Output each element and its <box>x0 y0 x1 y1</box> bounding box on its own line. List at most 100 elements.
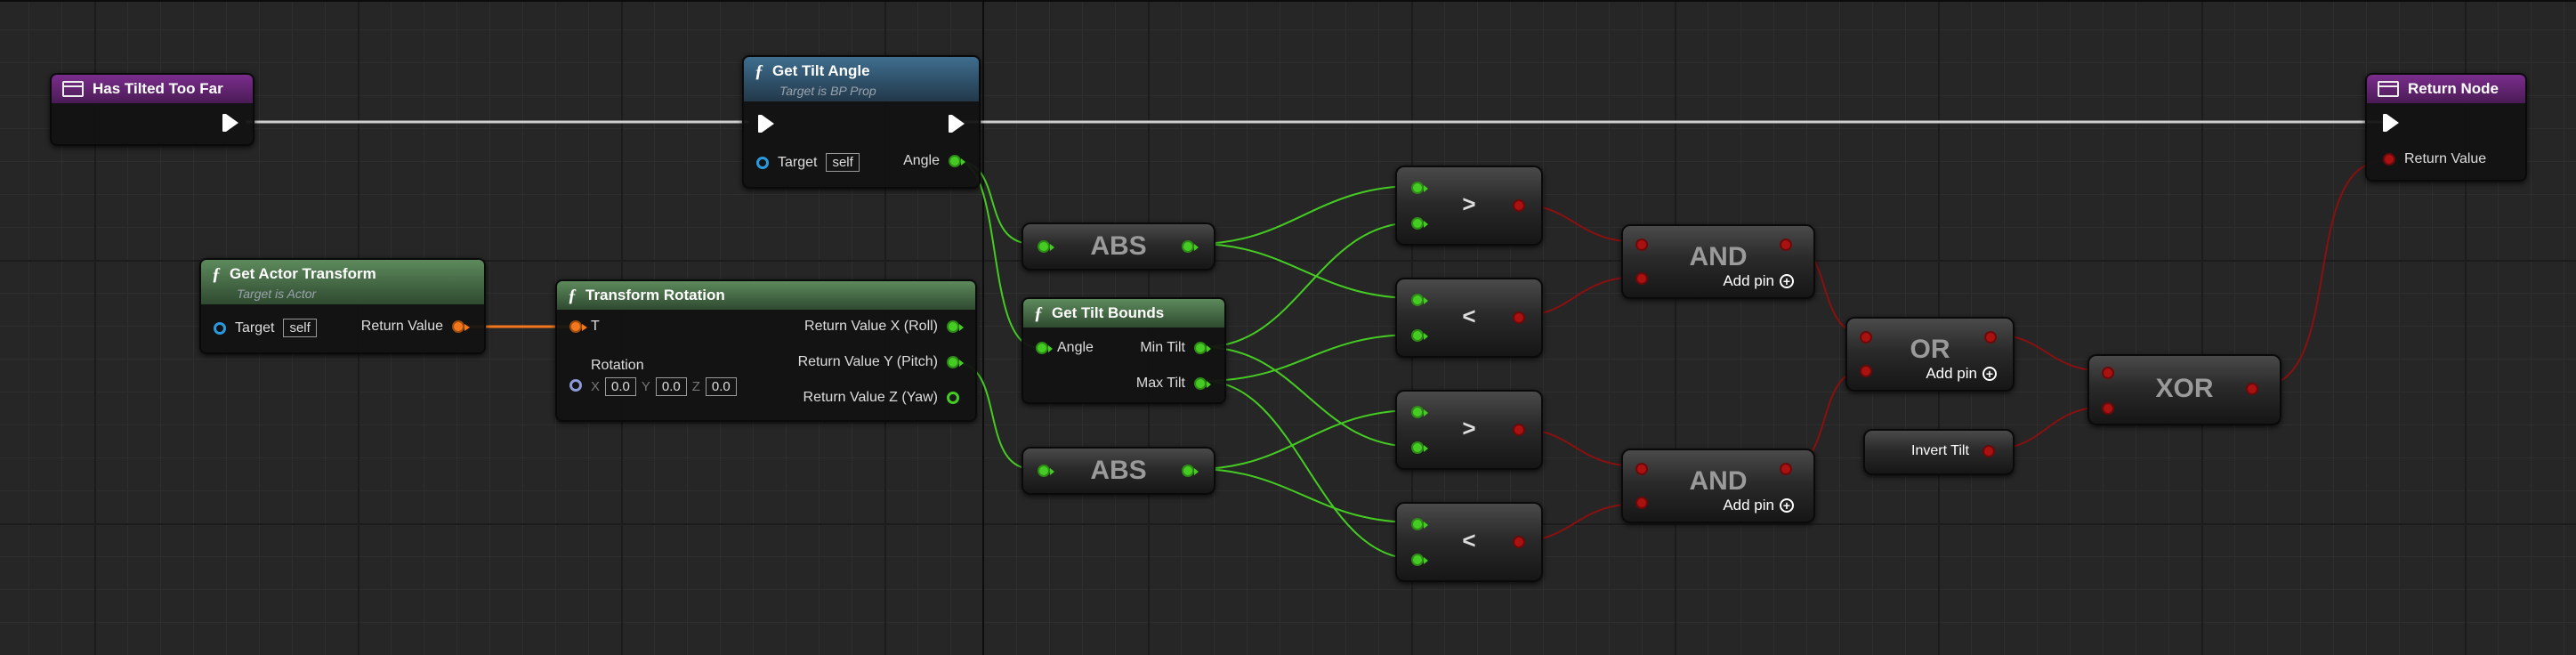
bool-out-pin[interactable] <box>1513 199 1525 212</box>
greater-than-node[interactable]: > <box>1395 390 1543 470</box>
add-pin-button[interactable]: Add pin + <box>1723 497 1794 514</box>
node-title: Has Tilted Too Far <box>93 80 223 97</box>
transform-rotation-node[interactable]: ƒ Transform Rotation T Rotation X 0.0 Y … <box>555 279 977 422</box>
or-node[interactable]: OR Add pin + <box>1845 317 2015 392</box>
pin-label: Target <box>778 154 818 170</box>
float-out-pin[interactable] <box>1182 465 1199 477</box>
roll-out-pin[interactable]: Return Value X (Roll) <box>804 319 964 335</box>
return-value-pin[interactable]: Return Value <box>2383 151 2486 167</box>
z-value-field[interactable]: 0.0 <box>705 377 737 396</box>
angle-out-pin[interactable]: Angle <box>903 153 965 169</box>
float-in-pin-b[interactable] <box>1411 329 1428 342</box>
float-wire <box>1196 185 1416 245</box>
max-tilt-out-pin[interactable]: Max Tilt <box>1135 376 1211 392</box>
exec-out-pin[interactable] <box>949 115 965 133</box>
function-icon: ƒ <box>755 61 763 81</box>
add-pin-label: Add pin <box>1723 272 1774 289</box>
t-in-pin[interactable]: T <box>569 319 600 335</box>
bool-in-pin-b[interactable] <box>2102 402 2114 415</box>
bool-in-pin-b[interactable] <box>1635 497 1648 509</box>
exec-out-pin[interactable] <box>222 114 238 132</box>
bool-in-pin-a[interactable] <box>1860 331 1872 344</box>
float-pin-icon <box>947 356 964 368</box>
abs-label: ABS <box>1090 231 1147 261</box>
get-actor-transform-node[interactable]: ƒ Get Actor Transform Target is Actor Ta… <box>199 258 486 354</box>
object-pin-icon <box>214 321 226 335</box>
xor-node[interactable]: XOR <box>2087 354 2281 425</box>
target-self-field[interactable]: self <box>283 319 317 337</box>
target-self-field[interactable]: self <box>826 153 860 172</box>
exec-in-pin[interactable] <box>2383 114 2399 132</box>
pin-label: Target <box>235 319 275 336</box>
float-in-pin-a[interactable] <box>1411 182 1428 194</box>
node-title: Get Tilt Angle <box>772 62 870 79</box>
return-value-pin[interactable]: Return Value <box>360 319 470 335</box>
exec-in-pin[interactable] <box>758 115 774 133</box>
float-pin-icon <box>1194 342 1211 354</box>
get-tilt-angle-node[interactable]: ƒ Get Tilt Angle Target is BP Prop Targe… <box>742 55 981 189</box>
float-in-pin-a[interactable] <box>1411 518 1428 530</box>
bool-in-pin-a[interactable] <box>1635 463 1648 475</box>
and-node[interactable]: AND Add pin + <box>1621 449 1815 523</box>
float-wire <box>1202 380 1416 560</box>
node-header: ƒ Get Tilt Bounds <box>1023 299 1224 328</box>
greater-than-node[interactable]: > <box>1395 166 1543 246</box>
and-node[interactable]: AND Add pin + <box>1621 224 1815 299</box>
float-in-pin-a[interactable] <box>1411 294 1428 306</box>
return-node[interactable]: Return Node Return Value <box>2365 73 2527 182</box>
abs-node[interactable]: ABS <box>1022 222 1215 271</box>
yaw-out-pin[interactable]: Return Value Z (Yaw) <box>803 390 959 406</box>
bool-out-pin[interactable] <box>1780 239 1792 251</box>
y-value-field[interactable]: 0.0 <box>655 377 687 396</box>
abs-node[interactable]: ABS <box>1022 447 1215 495</box>
has-tilted-too-far-node[interactable]: Has Tilted Too Far <box>50 73 254 146</box>
less-than-node[interactable]: < <box>1395 502 1543 582</box>
object-pin-icon <box>756 156 769 169</box>
pin-label: Return Value Z (Yaw) <box>803 390 938 405</box>
add-pin-button[interactable]: Add pin + <box>1723 272 1794 290</box>
add-pin-button[interactable]: Add pin + <box>1926 365 1997 383</box>
float-in-pin[interactable] <box>1038 240 1054 253</box>
bool-in-pin-a[interactable] <box>1635 239 1648 251</box>
get-tilt-bounds-node[interactable]: ƒ Get Tilt Bounds Angle Min Tilt Max Til… <box>1022 297 1226 404</box>
or-label: OR <box>1910 335 1950 364</box>
float-in-pin-b[interactable] <box>1411 554 1428 566</box>
y-axis-label: Y <box>641 379 650 394</box>
exec-arrow-icon <box>2383 114 2399 132</box>
exec-arrow-icon <box>222 114 238 132</box>
bool-out-pin[interactable] <box>1780 463 1792 475</box>
x-value-field[interactable]: 0.0 <box>605 377 636 396</box>
rotation-in-pin[interactable]: Rotation X 0.0 Y 0.0 Z 0.0 <box>569 358 737 396</box>
float-wire <box>1196 468 1416 523</box>
target-pin[interactable]: Target self <box>756 153 860 172</box>
angle-in-pin[interactable]: Angle <box>1036 340 1094 356</box>
float-in-pin-b[interactable] <box>1411 441 1428 454</box>
operator-label: < <box>1462 303 1476 329</box>
bool-out-pin[interactable] <box>1513 536 1525 548</box>
bool-in-pin-b[interactable] <box>1635 272 1648 285</box>
float-out-pin[interactable] <box>1182 240 1199 253</box>
operator-label: > <box>1462 415 1476 441</box>
invert-tilt-variable-node[interactable]: Invert Tilt <box>1863 429 2015 475</box>
pin-label: Return Value <box>360 319 443 334</box>
float-in-pin[interactable] <box>1038 465 1054 477</box>
target-pin[interactable]: Target self <box>214 319 317 337</box>
transform-pin-icon <box>569 320 587 333</box>
bool-in-pin-a[interactable] <box>2102 367 2114 379</box>
bool-out-pin[interactable] <box>1984 331 1997 344</box>
bool-out-pin[interactable] <box>2246 383 2258 395</box>
bool-out-pin[interactable] <box>1513 424 1525 436</box>
float-in-pin-a[interactable] <box>1411 406 1428 418</box>
bool-out-pin[interactable] <box>1982 445 1995 457</box>
exec-arrow-icon <box>949 115 965 133</box>
node-header: Has Tilted Too Far <box>52 75 253 103</box>
bool-in-pin-b[interactable] <box>1860 365 1872 377</box>
float-in-pin-b[interactable] <box>1411 217 1428 230</box>
pitch-out-pin[interactable]: Return Value Y (Pitch) <box>798 354 964 370</box>
min-tilt-out-pin[interactable]: Min Tilt <box>1140 340 1211 356</box>
pin-label: Max Tilt <box>1135 376 1185 391</box>
bool-out-pin[interactable] <box>1513 311 1525 324</box>
node-title: Get Tilt Bounds <box>1052 304 1165 321</box>
less-than-node[interactable]: < <box>1395 278 1543 358</box>
float-wire <box>1196 409 1416 470</box>
